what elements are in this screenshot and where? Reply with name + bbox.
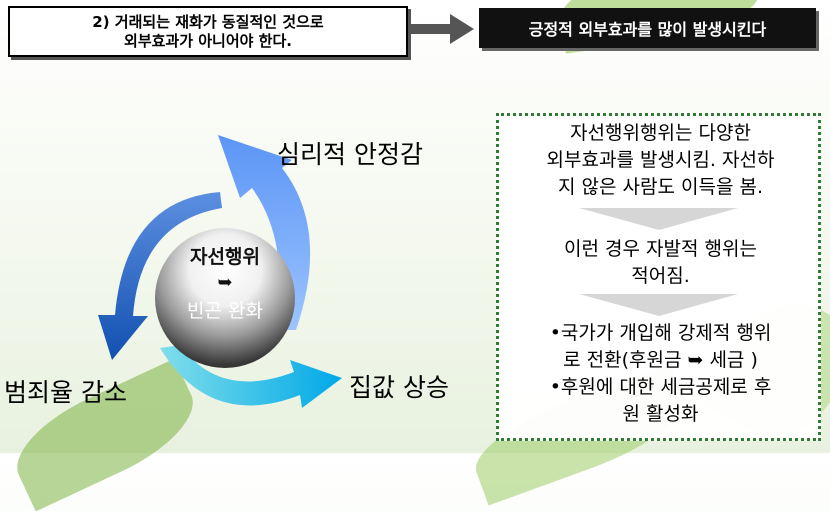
explanation-para-2: 이런 경우 자발적 행위는 적어짐. — [507, 236, 814, 290]
explanation-para-3: •국가가 개입해 강제적 행위 로 전환(후원금 ➥ 세금 ) •후원에 대한 … — [507, 320, 814, 428]
chevron-down-icon — [579, 294, 738, 316]
result-text: 긍정적 외부효과를 많이 발생시킨다 — [528, 20, 767, 39]
center-circle: 자선행위 ➥ 빈곤 완화 — [155, 228, 295, 368]
para2-line-1: 이런 경우 자발적 행위는 — [564, 238, 757, 260]
para3-line-2: 로 전환(후원금 ➥ 세금 ) — [563, 349, 758, 371]
para3-line-3: •후원에 대한 세금공제로 후 — [549, 376, 772, 398]
arrow-to-crime-rate — [98, 192, 222, 360]
label-psychological-stability: 심리적 안정감 — [277, 140, 423, 169]
para1-line-2: 외부효과를 발생시킴. 자선하 — [546, 149, 775, 171]
condition-line-1: 2) 거래되는 재화가 동질적인 것으로 — [92, 12, 324, 31]
label-crime-rate: 범죄율 감소 — [4, 378, 127, 407]
para2-line-2: 적어짐. — [631, 265, 690, 287]
label-house-price: 집값 상승 — [349, 373, 449, 402]
arrow-to-house-price — [160, 345, 342, 408]
para3-line-1: •국가가 개입해 강제적 행위 — [549, 322, 772, 344]
result-box: 긍정적 외부효과를 많이 발생시킨다 — [479, 8, 816, 48]
condition-line-2: 외부효과가 아니어야 한다. — [124, 31, 292, 50]
para3-line-4: 원 활성화 — [622, 403, 699, 425]
condition-box: 2) 거래되는 재화가 동질적인 것으로 외부효과가 아니어야 한다. — [8, 6, 408, 57]
para1-line-3: 지 않은 사람도 이득을 봄. — [558, 176, 763, 198]
para1-line-1: 자선행위행위는 다양한 — [570, 122, 751, 144]
center-arrow-icon: ➥ — [217, 272, 233, 293]
right-arrow-icon — [410, 14, 474, 44]
chevron-down-icon — [579, 208, 738, 230]
center-label-charity: 자선행위 — [190, 246, 260, 268]
center-label-poverty: 빈곤 완화 — [187, 300, 263, 322]
explanation-para-1: 자선행위행위는 다양한 외부효과를 발생시킴. 자선하 지 않은 사람도 이득을… — [507, 120, 814, 201]
explanation-box: 자선행위행위는 다양한 외부효과를 발생시킴. 자선하 지 않은 사람도 이득을… — [496, 113, 821, 441]
